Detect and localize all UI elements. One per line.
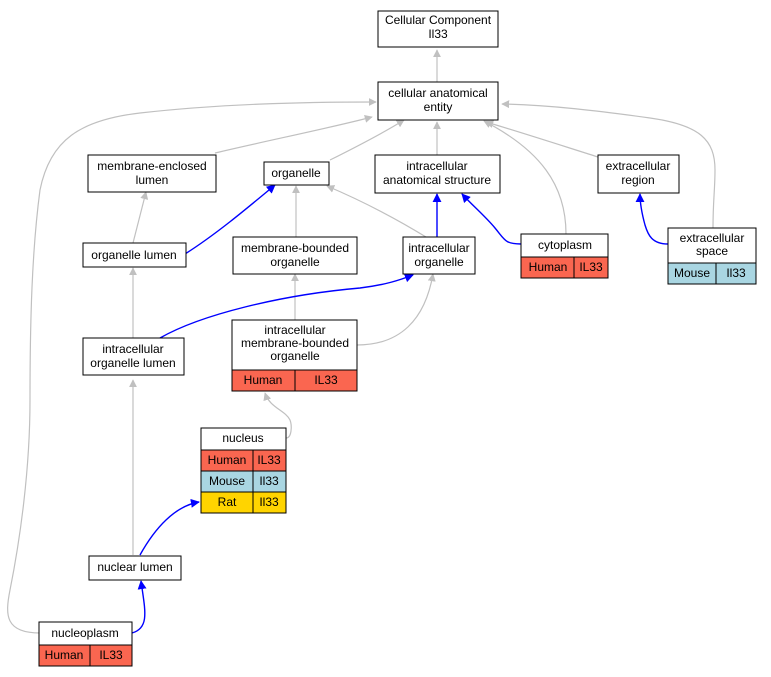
node-label-line: Cellular Component (385, 13, 492, 27)
species-label: Human (244, 373, 283, 387)
edge-io-org (326, 185, 427, 238)
species-label: Human (529, 260, 568, 274)
edge-orl-mel (132, 191, 149, 244)
species-label: Human (45, 648, 84, 662)
edge-exr-cae (485, 120, 599, 158)
node-intracellular-organelle[interactable]: intracellular organelle (402, 236, 476, 275)
edge-orl-org (184, 184, 276, 255)
node-intracellular-membrane-bounded-organelle[interactable]: intracellular membrane-bounded organelle… (231, 319, 358, 392)
node-label-line: region (621, 173, 654, 187)
gene-label: Il33 (259, 495, 279, 509)
edge-np-cae (7, 98, 377, 634)
edge-org-cae (329, 119, 405, 161)
node-label-line: lumen (136, 173, 169, 187)
node-nucleus[interactable]: nucleus Human IL33 Mouse Il33 Rat Il33 (200, 427, 287, 514)
species-label: Mouse (674, 266, 710, 280)
node-label-line: organelle lumen (90, 356, 175, 370)
edge-iol-io (159, 273, 414, 339)
species-label: Rat (218, 495, 237, 509)
node-label-line: anatomical structure (383, 173, 491, 187)
species-label: Mouse (209, 474, 245, 488)
node-label-line: extracellular (680, 231, 745, 245)
node-label-line: intracellular (408, 241, 469, 255)
edge-exs-exr (635, 193, 669, 245)
species-label: Human (208, 453, 247, 467)
node-label-line: Il33 (428, 27, 448, 41)
gene-label: IL33 (257, 453, 281, 467)
edge-imbo-io (356, 273, 436, 346)
node-label-line: membrane-enclosed (97, 159, 206, 173)
node-label-line: organelle lumen (91, 248, 176, 262)
gene-label: IL33 (314, 373, 338, 387)
gene-cell (715, 262, 757, 285)
node-label-line: organelle (414, 255, 464, 269)
node-organelle[interactable]: organelle (263, 161, 330, 186)
gene-label: IL33 (579, 260, 603, 274)
node-membrane-bounded-organelle[interactable]: membrane-bounded organelle (232, 236, 358, 275)
node-label-line: extracellular (606, 159, 671, 173)
edge-nl-nuc (139, 498, 200, 556)
node-label-line: membrane-bounded (241, 241, 349, 255)
node-nucleoplasm[interactable]: nucleoplasm Human IL33 (38, 621, 133, 667)
node-label-line: cytoplasm (538, 238, 592, 252)
node-label-line: space (696, 244, 728, 258)
gene-cell (252, 491, 287, 514)
node-label-line: nucleoplasm (51, 626, 118, 640)
edge-np-nl (131, 580, 147, 634)
node-label-line: membrane-bounded (241, 336, 349, 350)
node-label-line: intracellular (264, 323, 325, 337)
edge-exs-cae (501, 100, 716, 229)
node-label-line: nucleus (222, 431, 263, 445)
gene-cell (573, 256, 609, 279)
node-label-line: organelle (270, 349, 320, 363)
node-cellular-component[interactable]: Cellular Component Il33 (377, 10, 499, 48)
gene-cell (294, 369, 358, 392)
node-label-line: organelle (271, 166, 321, 180)
node-organelle-lumen[interactable]: organelle lumen (82, 242, 187, 268)
node-label-line: cellular anatomical (388, 86, 487, 100)
edge-cyto-cae (483, 120, 567, 235)
node-label-line: organelle (270, 255, 320, 269)
edge-mel-cae (214, 114, 373, 154)
node-cytoplasm[interactable]: cytoplasm Human IL33 (520, 233, 609, 279)
node-label-line: nuclear lumen (97, 560, 172, 574)
node-intracellular-anatomical-structure[interactable]: intracellular anatomical structure (374, 154, 501, 194)
node-cellular-anatomical-entity[interactable]: cellular anatomical entity (377, 81, 499, 121)
gene-cell (89, 644, 133, 667)
edge-nuc-imbo (263, 392, 292, 439)
node-extracellular-space[interactable]: extracellular space Mouse Il33 (667, 227, 757, 285)
node-label-line: intracellular (406, 159, 467, 173)
gene-label: Il33 (259, 474, 279, 488)
node-extracellular-region[interactable]: extracellular region (597, 154, 680, 194)
part-of-edges (131, 184, 669, 634)
node-label-line: entity (424, 100, 453, 114)
edge-cyto-ias (461, 193, 522, 245)
node-intracellular-organelle-lumen[interactable]: intracellular organelle lumen (82, 337, 185, 376)
node-membrane-enclosed-lumen[interactable]: membrane-enclosed lumen (87, 154, 217, 193)
gene-label: IL33 (99, 648, 123, 662)
node-nuclear-lumen[interactable]: nuclear lumen (88, 555, 182, 581)
node-label-line: intracellular (102, 342, 163, 356)
gene-label: Il33 (726, 266, 746, 280)
